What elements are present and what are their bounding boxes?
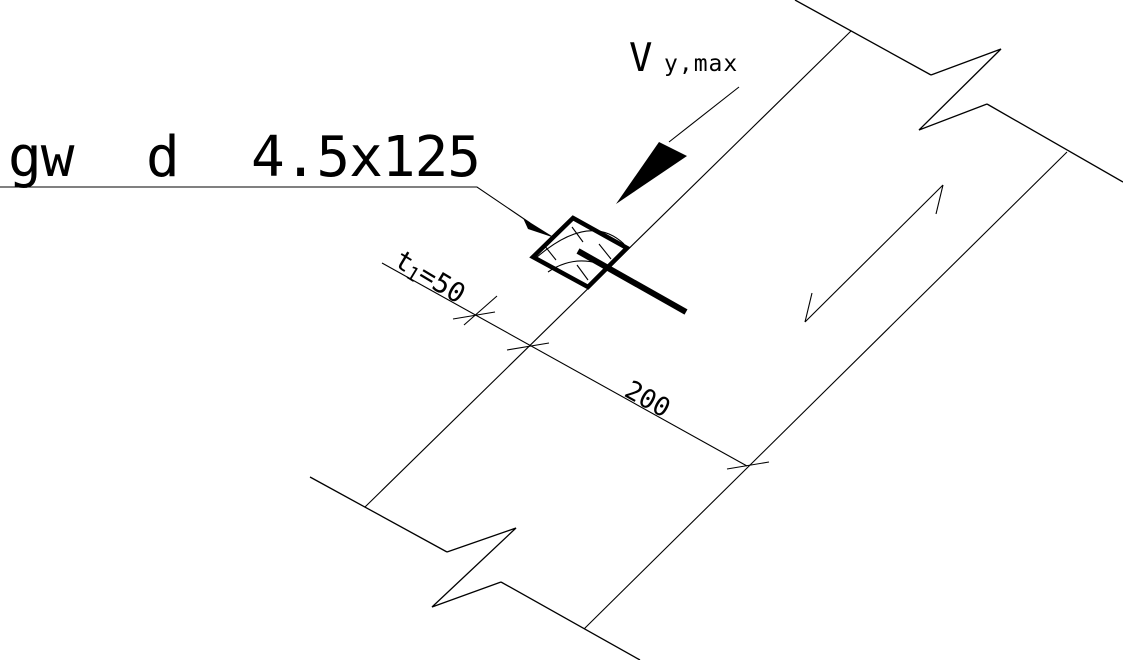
screw-head-arc-1	[536, 230, 625, 258]
grain-arrow-barb-bottom-icon	[804, 292, 813, 323]
fastener-label-type: gw	[8, 125, 74, 190]
dimension-line	[381, 262, 748, 467]
grain-direction-arrow	[804, 184, 944, 323]
leader-arrowhead-icon	[523, 218, 555, 238]
grain-arrow-barb-top-icon	[935, 184, 944, 215]
fastener-label-size: 4.5x125	[251, 125, 481, 190]
force-arrowhead-icon	[616, 142, 687, 204]
break-symbol-top	[918, 48, 1002, 131]
member-outline	[309, 0, 1123, 660]
force-arrow	[616, 86, 740, 204]
force-arrow-line	[668, 86, 740, 143]
force-label-subscript: y,max	[664, 51, 739, 77]
fastener-label-diameter-symbol: d	[146, 125, 180, 190]
dimension-tick-2	[506, 342, 550, 351]
screw-head-tick-4	[576, 264, 589, 281]
cross-line-right	[583, 151, 1068, 630]
member-edge-bottom-right-segment	[500, 581, 641, 660]
screw-head-tick-3	[543, 244, 557, 261]
grain-arrow-line	[804, 184, 944, 323]
force-label-main: V	[629, 36, 653, 81]
screw-head-tick-1	[571, 226, 584, 243]
dimension-extension-stub	[463, 295, 498, 326]
screw-head-tick-2	[598, 243, 612, 260]
member-edge-top-right-segment	[986, 103, 1123, 183]
break-symbol-bottom	[431, 527, 517, 608]
screw-head-outline	[529, 215, 631, 290]
member-edge-top-left-segment	[794, 0, 932, 76]
fastener-leader	[0, 186, 555, 238]
screw-shaft	[576, 248, 688, 315]
member-edge-bottom-left-segment	[309, 476, 448, 553]
screw-symbol	[529, 215, 688, 315]
fastener-label: gw d 4.5x125	[8, 130, 508, 202]
leader-line	[0, 186, 531, 224]
dimension-line-group	[381, 262, 770, 470]
dimension-tick-3	[726, 461, 770, 470]
screw-head-arc-2	[547, 260, 615, 273]
